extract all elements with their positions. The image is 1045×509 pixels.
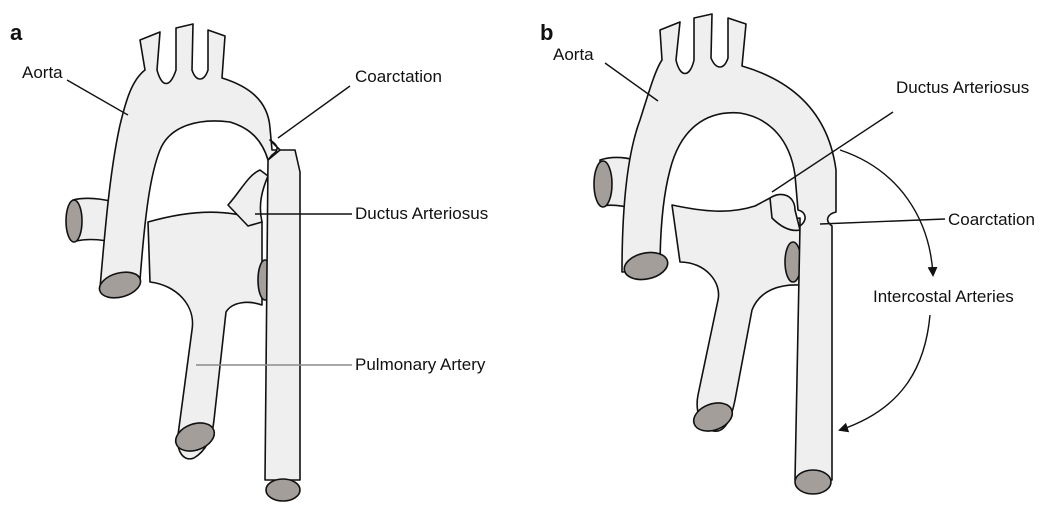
panel-b-upper-intercostal-arrow xyxy=(840,150,933,275)
panel-a-pulmonary-artery xyxy=(148,212,262,459)
panel-b-aorta-label: Aorta xyxy=(553,45,594,64)
panel-a-pulmonary-label: Pulmonary Artery xyxy=(355,355,486,374)
panel-b-letter: b xyxy=(540,20,553,45)
panel-b-pulmonary-artery xyxy=(672,198,800,431)
panel-a-aorta-leader xyxy=(67,80,128,115)
panel-a-right-pulmonary-lumen xyxy=(66,200,82,242)
panel-b-intercostal-label: Intercostal Arteries xyxy=(873,287,1014,306)
panel-b-coarctation-leader xyxy=(820,219,945,224)
panel-a-coarctation-leader xyxy=(278,86,350,138)
panel-b-ductus-label: Ductus Arteriosus xyxy=(896,78,1029,97)
panel-a-descending-aorta-lumen xyxy=(266,479,300,501)
panel-b-aorta-leader xyxy=(605,63,658,101)
panel-b-coarctation-label: Coarctation xyxy=(948,210,1035,229)
panel-a-ductus-label: Ductus Arteriosus xyxy=(355,204,488,223)
panel-a-coarctation-label: Coarctation xyxy=(355,67,442,86)
panel-a-aorta-label: Aorta xyxy=(22,63,63,82)
panel-b: b Aorta Ductus Arteriosus Coarctation In… xyxy=(540,14,1035,494)
panel-a-letter: a xyxy=(10,20,23,45)
panel-a: a Aorta Coarctation Ductus Arteriosus Pu… xyxy=(10,20,488,501)
panel-b-right-pulmonary-lumen xyxy=(594,161,612,207)
panel-b-lower-intercostal-arrow xyxy=(840,315,930,430)
panel-b-descending-aorta-lumen xyxy=(795,470,831,494)
